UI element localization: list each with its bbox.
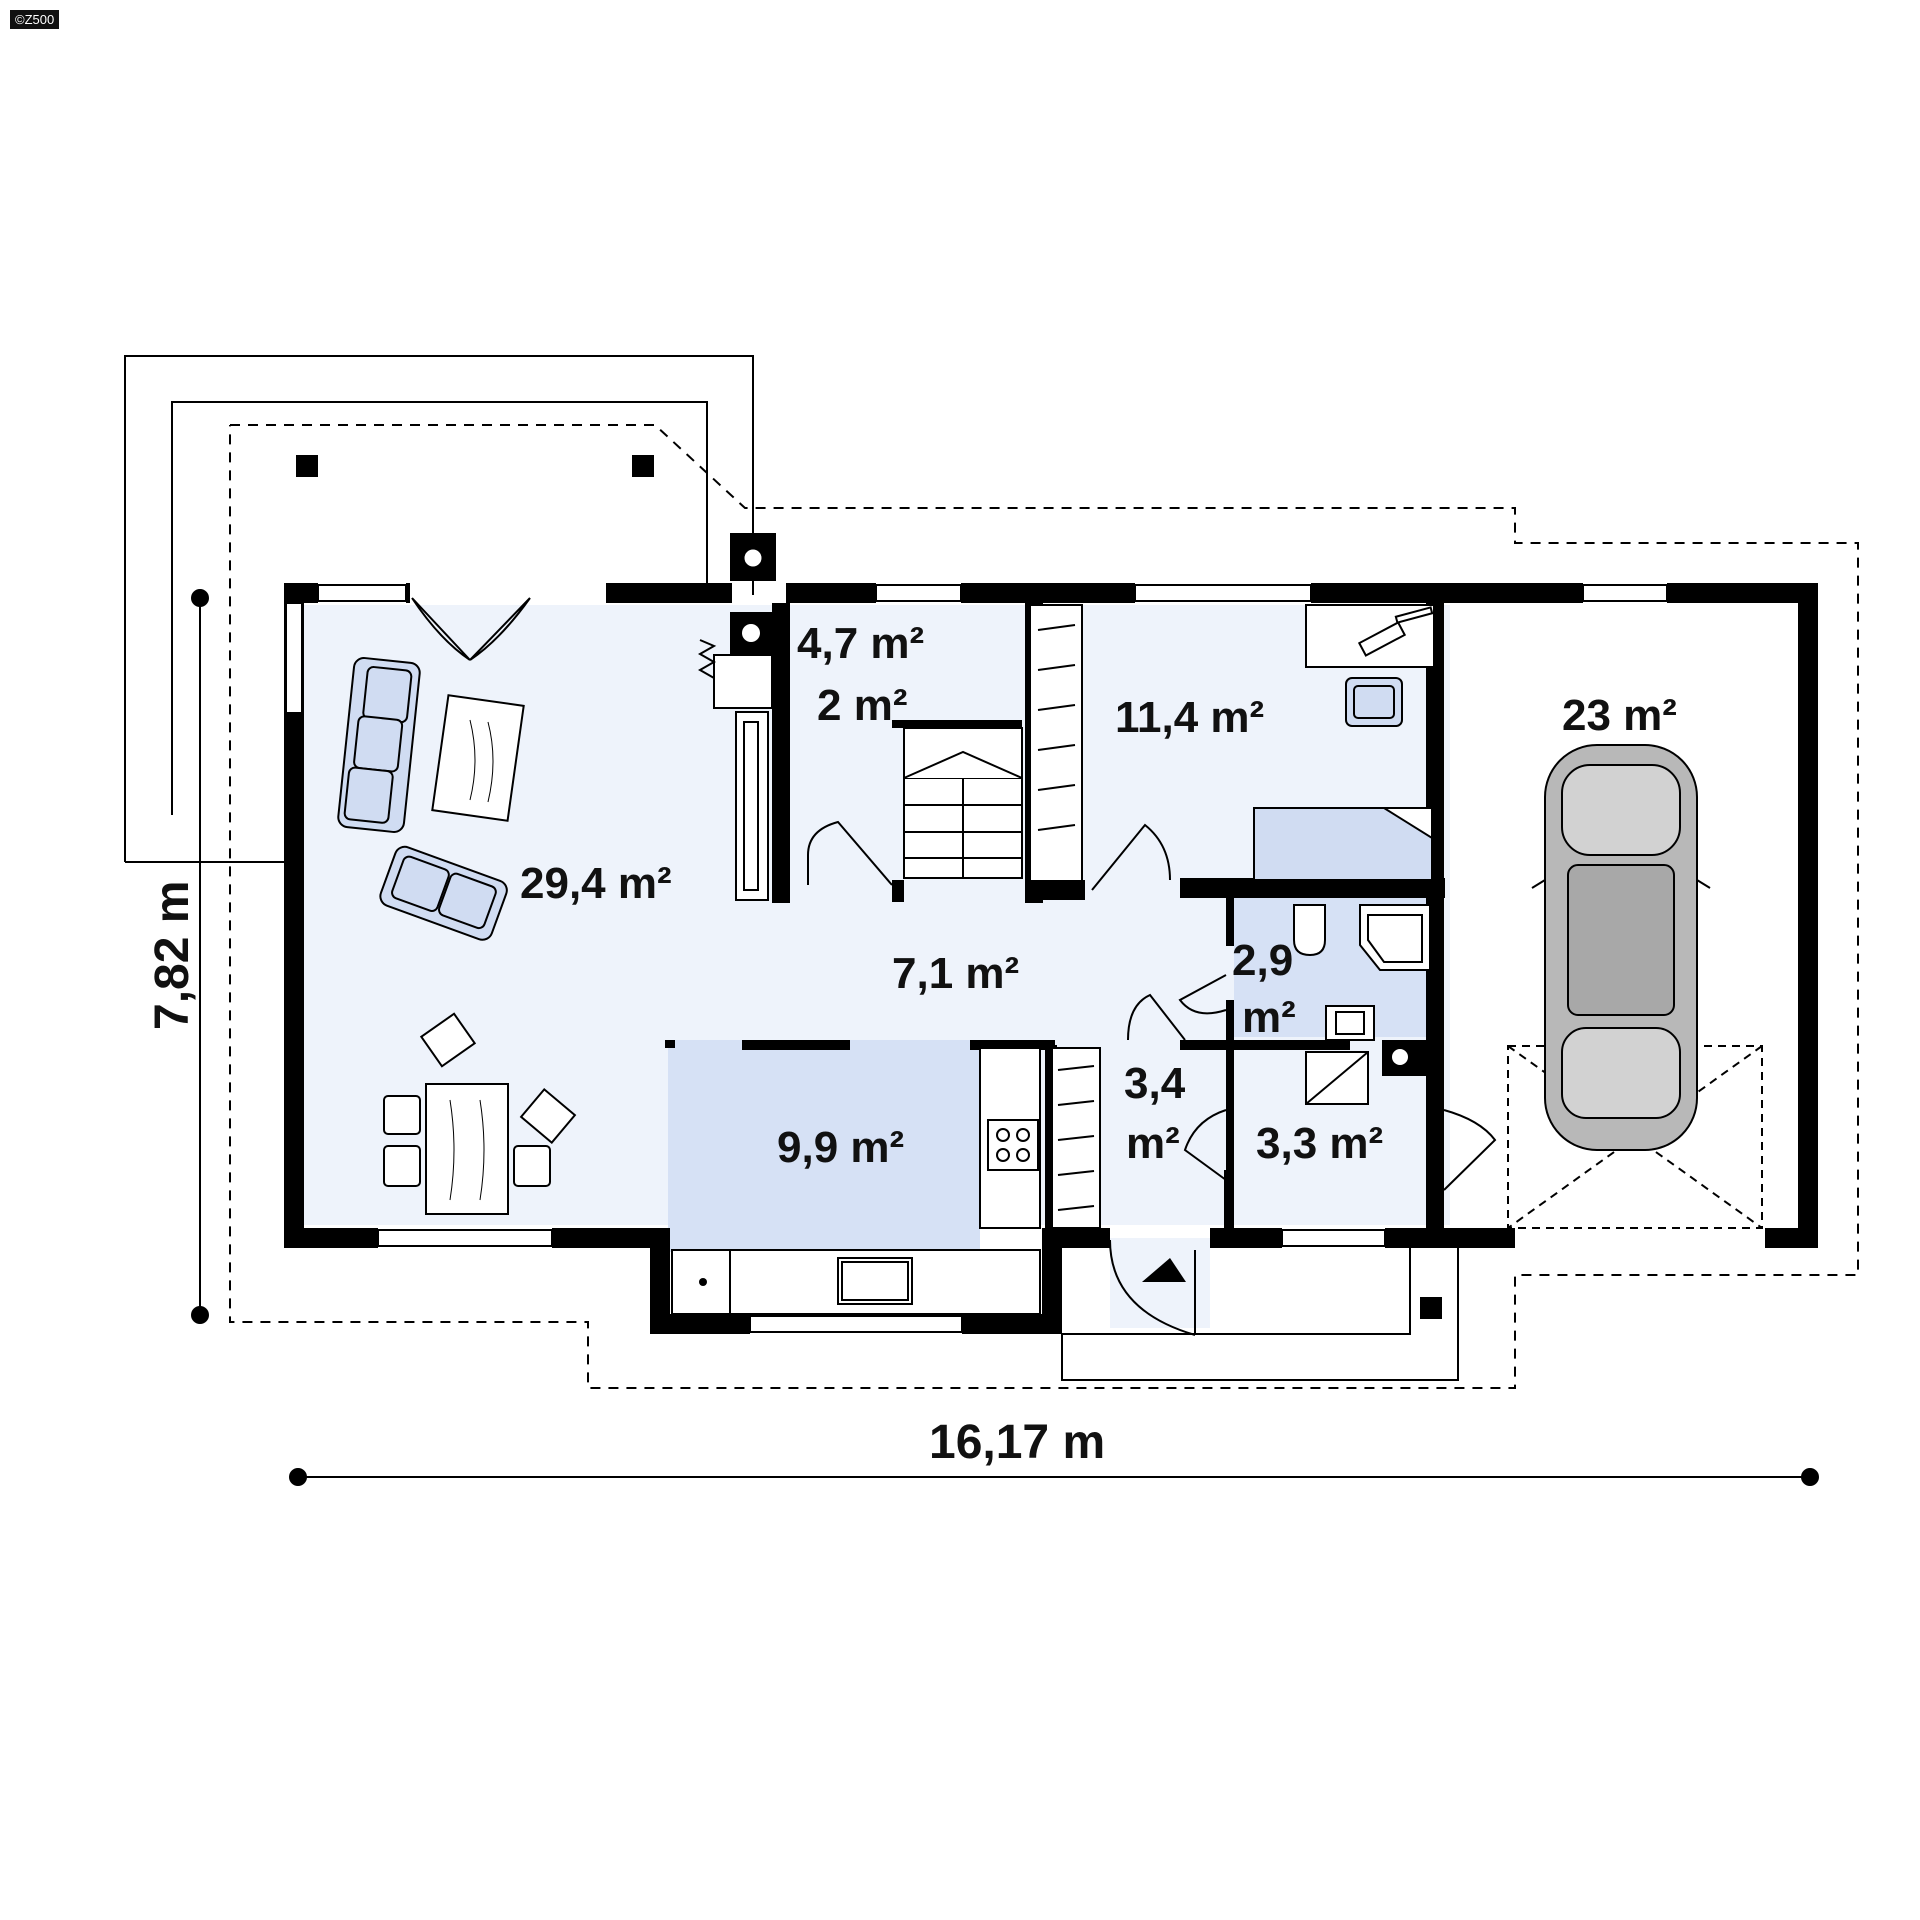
depth-dimension-label: 7,82 m — [146, 881, 199, 1030]
staircase — [903, 727, 1023, 879]
room-area-4-7: 4,7 m² — [797, 619, 924, 668]
room-area-bath-unit: m² — [1242, 993, 1296, 1042]
armchair — [419, 1012, 577, 1145]
room-area-vestibule-unit: m² — [1126, 1119, 1180, 1168]
room-area-garage: 23 m² — [1562, 691, 1677, 740]
kitchen-fixture — [699, 1278, 707, 1286]
kitchen-floor — [668, 1040, 980, 1252]
exterior-walls — [284, 583, 1818, 1334]
sofa — [337, 657, 421, 833]
desk-chair — [1345, 677, 1403, 727]
wardrobe — [1029, 604, 1101, 1229]
room-area-vestibule-value: 3,4 — [1124, 1059, 1186, 1108]
roof-outline — [229, 424, 1859, 1389]
room-area-hall: 7,1 m² — [892, 949, 1019, 998]
coffee-table — [431, 694, 525, 822]
depth-dimension-line — [191, 589, 209, 1324]
room-area-living: 29,4 m² — [520, 859, 672, 908]
room-area-2: 2 m² — [817, 681, 907, 730]
room-area-bedroom: 11,4 m² — [1115, 693, 1264, 742]
desk — [1305, 604, 1435, 668]
entrance-post — [1420, 1297, 1442, 1319]
copyright-watermark: ©Z500 — [10, 10, 60, 29]
dining-table — [383, 1083, 551, 1215]
room-area-utility: 3,3 m² — [1256, 1119, 1383, 1168]
room-area-bath-value: 2,9 — [1232, 936, 1293, 985]
terrace-post — [632, 455, 654, 477]
room-area-kitchen: 9,9 m² — [777, 1123, 904, 1172]
car — [1531, 744, 1711, 1151]
bed — [1253, 807, 1433, 881]
bathroom-fixtures — [1293, 904, 1431, 1105]
terrace-post — [296, 455, 318, 477]
doors — [411, 597, 1497, 1336]
chimney — [730, 533, 1426, 1076]
windows — [285, 584, 1668, 1333]
entrance-arrow — [1142, 1258, 1186, 1282]
loveseat — [379, 845, 508, 941]
width-dimension-label: 16,17 m — [929, 1416, 1105, 1469]
entrance-step — [1061, 1248, 1459, 1381]
terrace-outline — [124, 355, 754, 863]
entrance-floor — [1110, 1238, 1210, 1328]
fireplace — [697, 639, 773, 901]
width-dimension-line — [289, 1468, 1819, 1486]
kitchen-units — [671, 1047, 1041, 1315]
floor-area — [300, 605, 1810, 1328]
